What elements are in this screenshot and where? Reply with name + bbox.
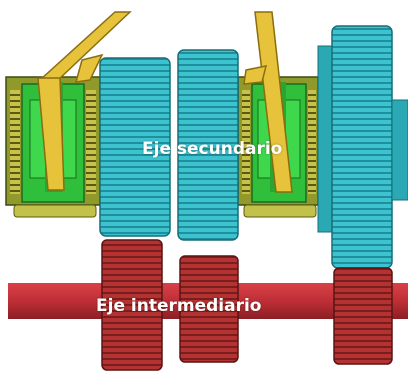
right-shift-fork: [243, 11, 293, 193]
secondary-gear-1: [99, 57, 171, 237]
secondary-gears: [99, 25, 408, 269]
left-shift-fork: [37, 11, 132, 191]
intermediate-gear-3: [333, 267, 393, 365]
intermediate-gear-1: [101, 239, 163, 371]
intermediate-shaft-label: Eje intermediario: [96, 296, 262, 316]
secondary-gear-2: [177, 49, 239, 241]
secondary-gear-4: [331, 25, 393, 269]
secondary-shaft-label: Eje secundario: [142, 139, 283, 159]
intermediate-gears: [101, 239, 393, 371]
secondary-gear-3: [317, 45, 333, 233]
intermediate-gear-2: [179, 255, 239, 363]
